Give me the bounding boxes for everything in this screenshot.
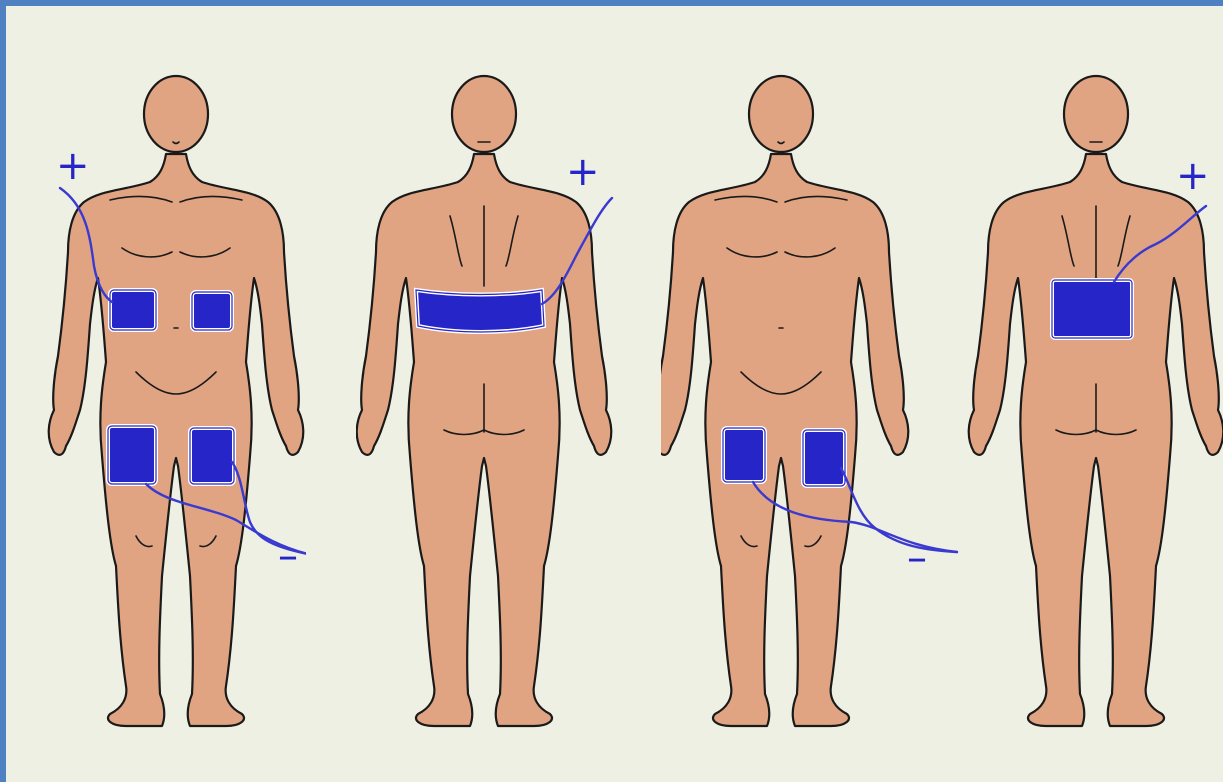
body-silhouette	[661, 76, 908, 726]
head	[749, 76, 813, 152]
wire-negative-b	[841, 468, 957, 552]
torso-limbs	[661, 154, 908, 726]
plus-sign: +	[56, 146, 90, 186]
head	[1064, 76, 1128, 152]
body-front-figure-1	[46, 6, 306, 782]
body-back-figure-2	[356, 6, 616, 782]
figure-3-front-thighs: –	[661, 6, 961, 782]
electrode-thigh-left	[723, 428, 765, 482]
electrodes	[1052, 280, 1132, 338]
plus-sign: +	[566, 152, 600, 192]
electrodes	[416, 290, 544, 332]
torso-limbs	[49, 154, 304, 726]
minus-sign: –	[907, 538, 927, 578]
figure-2-back-belt: +	[356, 6, 616, 782]
minus-sign: –	[278, 536, 298, 576]
electrode-lumbar-belt	[416, 290, 544, 332]
electrode-thigh-right	[190, 428, 234, 484]
electrode-lumbar-pad	[1052, 280, 1132, 338]
body-front-figure-3	[661, 6, 961, 782]
diagram-frame: + – + –	[6, 6, 1223, 782]
figure-1-front-abdomen-thighs: + –	[46, 6, 306, 782]
electrode-abdomen-left	[110, 290, 156, 330]
plus-sign: +	[1176, 156, 1210, 196]
electrode-thigh-right	[803, 430, 845, 486]
electrode-abdomen-right	[192, 292, 232, 330]
electrode-thigh-left	[108, 426, 156, 484]
figure-4-back-pad: +	[966, 6, 1223, 782]
body-back-figure-4	[966, 6, 1223, 782]
head	[144, 76, 208, 152]
head	[452, 76, 516, 152]
